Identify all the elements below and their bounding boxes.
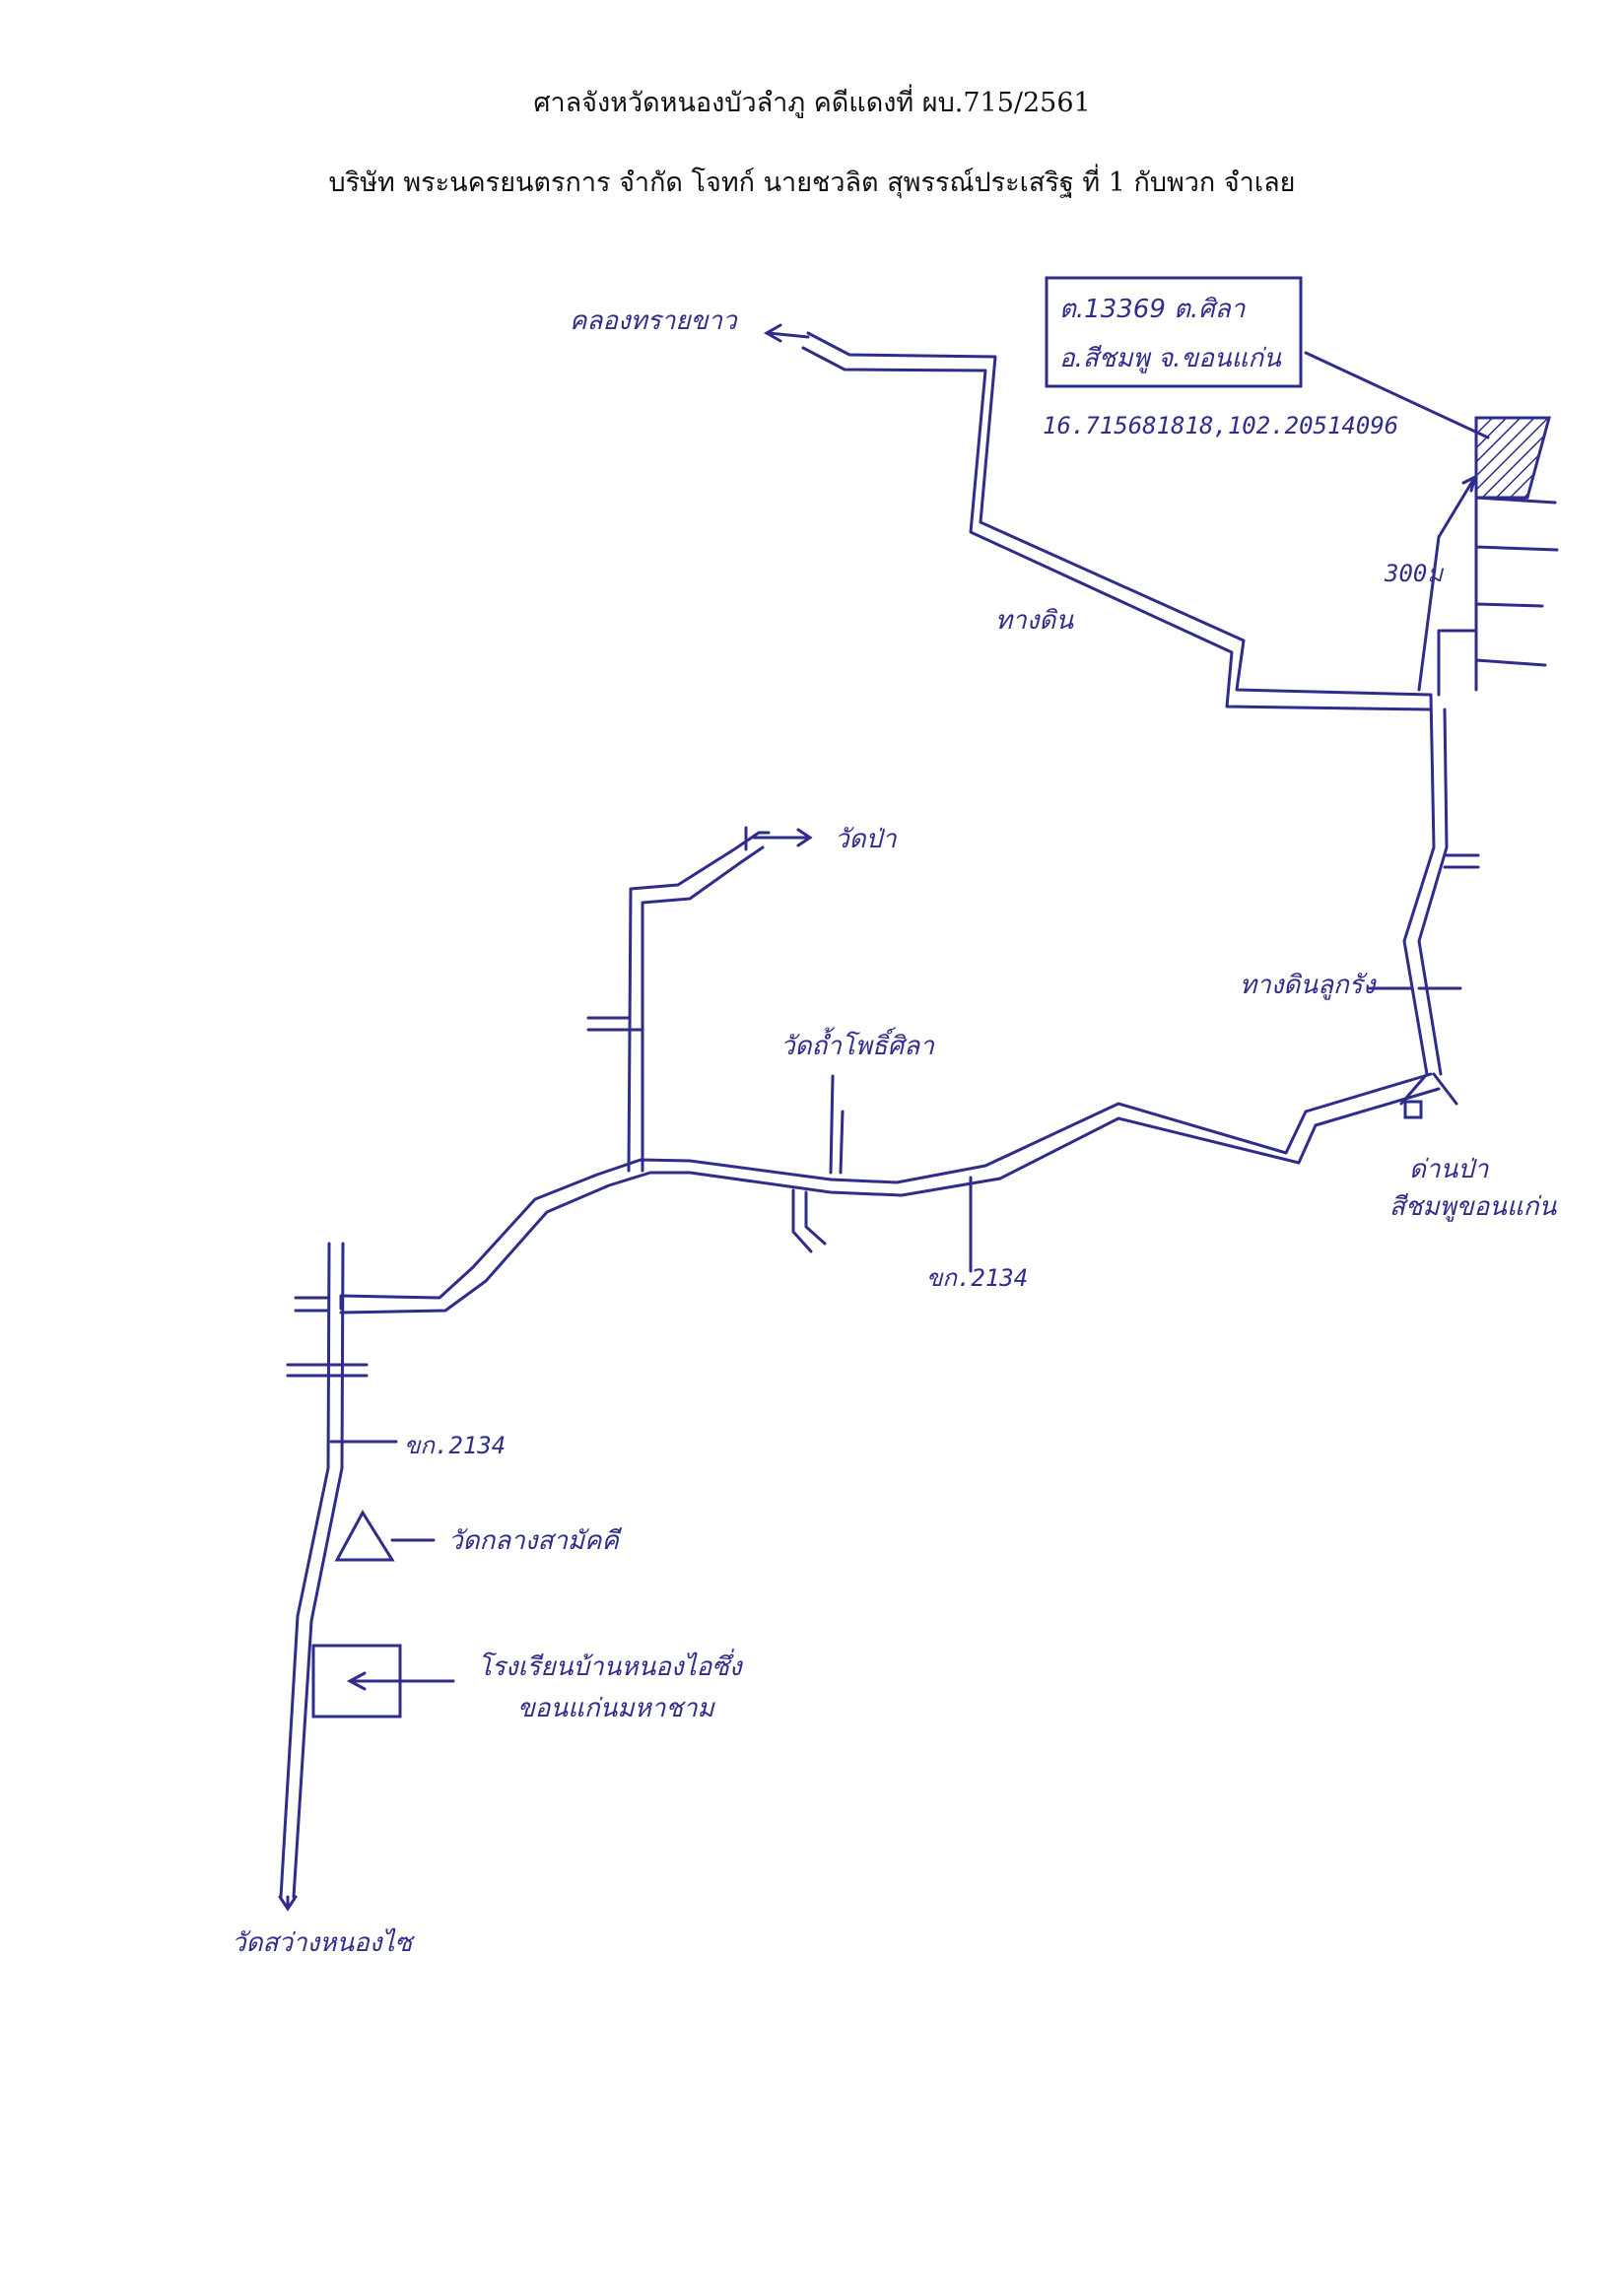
coordinates-label: 16.715681818,102.20514096 bbox=[1043, 412, 1398, 439]
highway-2134-edge-b bbox=[339, 1087, 1441, 1315]
highway-2134-edge-a bbox=[339, 1072, 1433, 1311]
distance-label: 300ม bbox=[1384, 560, 1444, 587]
property-parcel bbox=[1474, 416, 1551, 500]
label-dirt-road: ทางดิน bbox=[995, 606, 1074, 636]
branch-ticks bbox=[586, 1016, 644, 1032]
label-school-1: โรงเรียนบ้านหนองไอซึ่ง bbox=[478, 1649, 744, 1682]
branch-wat-pa-edge-b bbox=[641, 845, 765, 1173]
label-wat-klang: วัดกลางสามัคคี bbox=[448, 1526, 623, 1556]
label-laterite-road: ทางดินลูกรัง bbox=[1240, 971, 1378, 1000]
property-box-line2: อ.สีชมพู จ.ขอนแก่น bbox=[1059, 344, 1282, 373]
label-bottom-dest: วัดสว่างหนองไซ bbox=[232, 1927, 416, 1958]
east-road-edge-b bbox=[1417, 708, 1449, 1076]
school-arrow bbox=[346, 1671, 455, 1691]
temple-triangle-icon bbox=[334, 1510, 395, 1562]
north-road-edge-b bbox=[801, 346, 1433, 711]
arrow-to-top-dest bbox=[763, 323, 810, 343]
label-wat-pa: วัดป่า bbox=[835, 825, 898, 854]
west-road-edge-a bbox=[279, 1242, 331, 1899]
label-forest-office-2: สีชมพูขอนแก่น bbox=[1389, 1192, 1557, 1222]
property-box-line1: ต.13369 ต.ศิลา bbox=[1059, 295, 1247, 324]
forest-office-marker bbox=[1403, 1100, 1423, 1119]
label-road-2134-west: ขก.2134 bbox=[404, 1432, 506, 1459]
label-forest-office-1: ด่านป่า bbox=[1409, 1155, 1490, 1184]
document-title: ศาลจังหวัดหนองบัวลำภู คดีแดงที่ ผบ.715/2… bbox=[533, 88, 1091, 118]
east-road-ticks bbox=[1399, 853, 1480, 1106]
wat-kham-markers bbox=[791, 1074, 973, 1273]
west-road-edge-b bbox=[292, 1242, 345, 1899]
north-road-edge-a bbox=[806, 331, 1433, 697]
distance-arrow bbox=[1417, 474, 1478, 692]
label-wat-kham: วัดถ้ำโพธิ์ศิลา bbox=[780, 1027, 935, 1061]
property-info-box bbox=[1045, 276, 1303, 388]
document-subtitle: บริษัท พระนครยนตรการ จำกัด โจทก์ นายชวลิ… bbox=[328, 168, 1296, 198]
label-road-2134-east: ขก.2134 bbox=[926, 1264, 1028, 1292]
east-road-edge-a bbox=[1402, 693, 1436, 1076]
arrow-to-bottom-dest bbox=[278, 1895, 298, 1912]
west-road-ticks bbox=[286, 1296, 398, 1444]
arrow-to-wat-pa bbox=[744, 826, 813, 851]
leader-line-box-to-parcel bbox=[1304, 351, 1490, 439]
branch-wat-pa-edge-a bbox=[627, 831, 771, 1173]
parcel-lines bbox=[1437, 496, 1559, 697]
label-top-road-dest: คลองทรายขาว bbox=[570, 306, 738, 336]
label-school-2: ขอนแก่นมหาชาม bbox=[517, 1694, 716, 1723]
